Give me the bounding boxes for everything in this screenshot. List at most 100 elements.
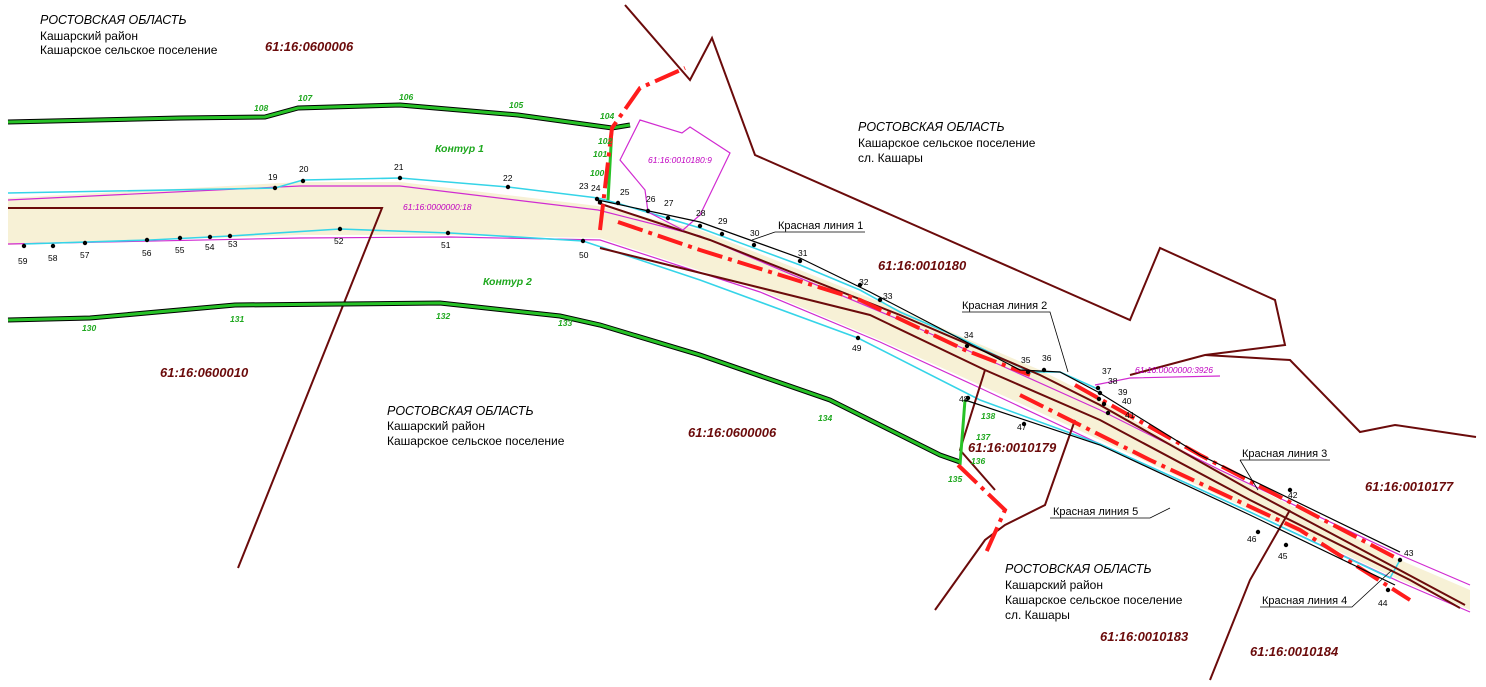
svg-text:Кашарский район: Кашарский район bbox=[1005, 578, 1103, 592]
point-label: 25 bbox=[620, 187, 630, 197]
contour-label-1: Контур 1 bbox=[435, 143, 484, 155]
point-marker bbox=[1097, 390, 1103, 396]
point-marker bbox=[1105, 410, 1111, 416]
svg-text:РОСТОВСКАЯ ОБЛАСТЬ: РОСТОВСКАЯ ОБЛАСТЬ bbox=[858, 120, 1005, 134]
point-marker bbox=[505, 184, 511, 190]
point-label: 50 bbox=[579, 250, 589, 260]
point-marker bbox=[1021, 421, 1027, 427]
point-label: 31 bbox=[798, 248, 808, 258]
contour-point-label: 132 bbox=[436, 311, 450, 321]
svg-text:Красная линия 5: Красная линия 5 bbox=[1053, 506, 1138, 518]
point-marker bbox=[1025, 369, 1031, 375]
cadastral-label: 61:16:0010180 bbox=[878, 258, 967, 273]
cadastral-label: 61:16:0600006 bbox=[265, 39, 354, 54]
point-label: 54 bbox=[205, 242, 215, 252]
point-label: 47 bbox=[1017, 422, 1027, 432]
point-label: 59 bbox=[18, 256, 28, 266]
contour-point-label: 133 bbox=[558, 318, 572, 328]
contour-point-label: 137 bbox=[976, 432, 991, 442]
point-label: 28 bbox=[696, 208, 706, 218]
point-marker bbox=[272, 185, 278, 191]
point-label: 41 bbox=[1125, 410, 1135, 420]
point-marker bbox=[719, 231, 725, 237]
point-label: 22 bbox=[503, 173, 513, 183]
svg-text:Кашарское сельское поселение: Кашарское сельское поселение bbox=[40, 43, 218, 57]
svg-text:сл. Кашары: сл. Кашары bbox=[1005, 608, 1070, 622]
point-marker bbox=[857, 282, 863, 288]
contour-point-label: 105 bbox=[509, 100, 523, 110]
region-label-1: РОСТОВСКАЯ ОБЛАСТЬ Кашарский район Кашар… bbox=[40, 13, 218, 57]
svg-text:Кашарский район: Кашарский район bbox=[40, 29, 138, 43]
point-label: 36 bbox=[1042, 353, 1052, 363]
svg-text:Красная линия 1: Красная линия 1 bbox=[778, 220, 863, 232]
red-line-label-4: Красная линия 4 bbox=[1260, 569, 1393, 608]
point-marker bbox=[207, 234, 213, 240]
road-area bbox=[8, 182, 1470, 610]
point-label: 32 bbox=[859, 277, 869, 287]
contour-point-label: 130 bbox=[82, 323, 96, 333]
point-label: 42 bbox=[1288, 490, 1298, 500]
point-marker bbox=[1283, 542, 1289, 548]
contour-point-label: 102 bbox=[598, 136, 612, 146]
cadastral-label: 61:16:0010184 bbox=[1250, 644, 1339, 659]
point-marker bbox=[1397, 557, 1403, 563]
point-label: 35 bbox=[1021, 355, 1031, 365]
parcel-label: 61:16:0000000:3926 bbox=[1135, 365, 1213, 375]
contour-point-label: 136 bbox=[971, 456, 985, 466]
point-label: 49 bbox=[852, 343, 862, 353]
svg-text:РОСТОВСКАЯ ОБЛАСТЬ: РОСТОВСКАЯ ОБЛАСТЬ bbox=[1005, 562, 1152, 576]
contour-point-label: 108 bbox=[254, 103, 268, 113]
point-marker bbox=[697, 223, 703, 229]
svg-text:РОСТОВСКАЯ ОБЛАСТЬ: РОСТОВСКАЯ ОБЛАСТЬ bbox=[40, 13, 187, 27]
svg-text:Кашарское сельское поселение: Кашарское сельское поселение bbox=[858, 136, 1036, 150]
cadastral-label: 61:16:0600010 bbox=[160, 365, 249, 380]
cadastral-label: 61:16:0010183 bbox=[1100, 629, 1189, 644]
point-label: 37 bbox=[1102, 366, 1112, 376]
contour-point-label: 138 bbox=[981, 411, 995, 421]
parcel-0010180-9 bbox=[619, 119, 731, 231]
contour-point-label: 131 bbox=[230, 314, 244, 324]
point-marker bbox=[965, 395, 971, 401]
parcel-3926 bbox=[1094, 375, 1221, 386]
cadastral-label: 61:16:0010179 bbox=[968, 440, 1057, 455]
contour-point-label: 134 bbox=[818, 413, 832, 423]
contour-point-label: 100 bbox=[590, 168, 604, 178]
point-label: 38 bbox=[1108, 376, 1118, 386]
point-marker bbox=[337, 226, 343, 232]
cadastral-label: 61:16:0010177 bbox=[1365, 479, 1454, 494]
region-label-3: РОСТОВСКАЯ ОБЛАСТЬ Кашарский район Кашар… bbox=[387, 404, 565, 448]
point-label: 44 bbox=[1378, 598, 1388, 608]
point-label: 57 bbox=[80, 250, 90, 260]
point-marker bbox=[580, 238, 586, 244]
point-marker bbox=[751, 242, 757, 248]
svg-text:Кашарское сельское поселение: Кашарское сельское поселение bbox=[1005, 593, 1183, 607]
point-marker bbox=[177, 235, 183, 241]
point-marker bbox=[964, 343, 970, 349]
svg-text:Красная линия 2: Красная линия 2 bbox=[962, 300, 1047, 312]
point-label: 24 bbox=[591, 183, 601, 193]
point-marker bbox=[1095, 385, 1101, 391]
point-label: 55 bbox=[175, 245, 185, 255]
point-label: 27 bbox=[664, 198, 674, 208]
point-marker bbox=[877, 297, 883, 303]
contour-point-label: 101 bbox=[593, 149, 607, 159]
point-marker bbox=[594, 196, 600, 202]
point-label: 21 bbox=[394, 162, 404, 172]
cadastral-label: 61:16:0600006 bbox=[688, 425, 777, 440]
point-marker bbox=[1096, 396, 1102, 402]
contour-point-label: 106 bbox=[399, 92, 413, 102]
point-marker bbox=[1287, 487, 1293, 493]
point-marker bbox=[855, 335, 861, 341]
cadastral-boundaries bbox=[8, 4, 1477, 681]
point-label: 29 bbox=[718, 216, 728, 226]
point-label: 30 bbox=[750, 228, 760, 238]
point-marker bbox=[227, 233, 233, 239]
point-label: 40 bbox=[1122, 396, 1132, 406]
contour-point-label: 104 bbox=[600, 111, 614, 121]
svg-text:Кашарское сельское поселение: Кашарское сельское поселение bbox=[387, 434, 565, 448]
point-label: 23 bbox=[579, 181, 589, 191]
svg-text:Красная линия 4: Красная линия 4 bbox=[1262, 595, 1347, 607]
point-marker bbox=[1385, 587, 1391, 593]
point-marker bbox=[1255, 529, 1261, 535]
point-marker bbox=[615, 200, 621, 206]
